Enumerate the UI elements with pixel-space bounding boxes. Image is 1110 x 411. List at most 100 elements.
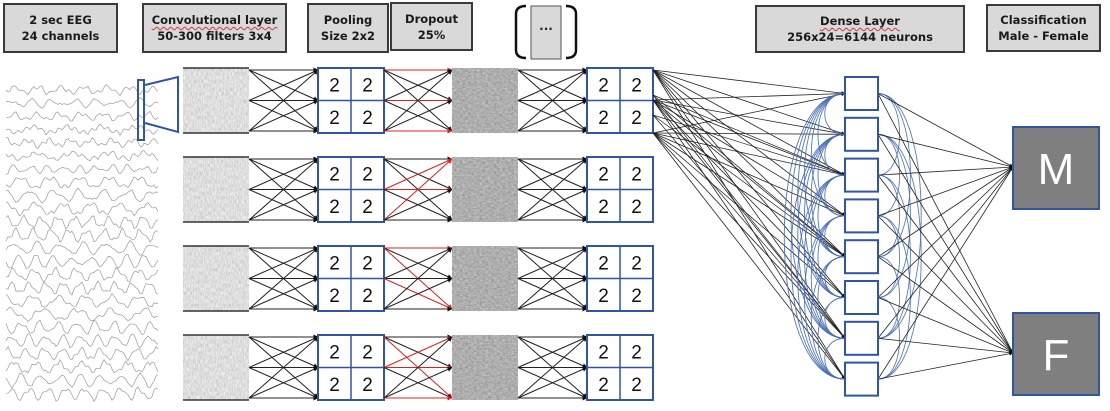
recurrent-arc-left xyxy=(817,93,846,176)
output-nodes: MF xyxy=(1012,126,1100,396)
recurrent-arc-left xyxy=(804,215,846,380)
pool-to-dropout-link-dropout xyxy=(383,158,453,190)
pool-cell-value: 2 xyxy=(329,253,340,274)
conv-to-pool-link xyxy=(248,100,319,132)
output-connection xyxy=(877,297,1014,354)
ellipsis-block: ... xyxy=(514,4,578,60)
header-conv: Convolutional layer 50-300 filters 3x4 xyxy=(142,3,287,53)
fc-connection xyxy=(652,99,846,176)
header-pooling: Pooling Size 2x2 xyxy=(307,3,389,53)
eeg-trace xyxy=(5,84,159,97)
output-connection xyxy=(877,174,1014,354)
output-connection xyxy=(877,134,1014,354)
eeg-trace xyxy=(6,97,159,109)
eeg-trace xyxy=(5,137,159,149)
fc-connection xyxy=(652,94,846,339)
dropout-feature-map xyxy=(452,335,518,400)
pool-cell-value: 2 xyxy=(362,75,373,96)
conv-feature-map xyxy=(183,246,249,311)
pool-to-dropout-link xyxy=(383,69,453,132)
output-connection xyxy=(877,93,1014,168)
recurrent-arc-left xyxy=(817,215,846,298)
eeg-trace xyxy=(5,239,159,256)
header-dropout-line2: 25% xyxy=(417,27,446,42)
dense-neuron xyxy=(844,76,879,111)
pool-to-dropout-link xyxy=(383,336,453,399)
fc-connection xyxy=(652,69,846,217)
header-input-line2: 24 channels xyxy=(21,29,100,43)
dropout-feature-map xyxy=(452,157,518,222)
fc-connection xyxy=(652,132,846,258)
dense-neuron xyxy=(844,157,879,193)
header-dense: Dense Layer 256x24=6144 neurons xyxy=(755,5,965,53)
pool-cell-value: 2 xyxy=(631,75,642,96)
header-dropout-line1: Dropout xyxy=(405,11,458,26)
conv-to-pool-link xyxy=(248,247,319,310)
output-connection xyxy=(877,215,1014,354)
pool-cell-value: 2 xyxy=(598,286,609,307)
conv-to-pool-link xyxy=(248,336,319,399)
pool-cell-value: 2 xyxy=(362,253,373,274)
eeg-trace xyxy=(5,292,159,308)
dropout-feature-map xyxy=(452,68,518,133)
output-connection xyxy=(877,351,1014,380)
dense-neurons xyxy=(844,76,879,397)
eeg-trace xyxy=(5,164,159,175)
pool-cell-value: 2 xyxy=(362,164,373,185)
pool-cell-value: 2 xyxy=(329,75,340,96)
eeg-trace xyxy=(5,372,159,389)
conv-feature-map xyxy=(183,68,249,133)
recurrent-arc-right xyxy=(877,256,900,339)
dense-neuron xyxy=(844,361,879,397)
dropout-to-pool-link xyxy=(517,278,588,310)
conv-to-pool-link xyxy=(248,336,319,368)
fc-connection xyxy=(652,114,846,176)
header-input-line1: 2 sec EEG xyxy=(29,13,92,27)
fc-connection xyxy=(652,132,846,380)
eeg-trace xyxy=(5,226,158,243)
output-connection xyxy=(877,166,1014,258)
pool-cell-value: 2 xyxy=(631,342,642,363)
conv-to-pool-link xyxy=(248,247,319,279)
pool-cell-value: 2 xyxy=(362,286,373,307)
fc-connection xyxy=(652,132,846,177)
fc-connection xyxy=(652,94,846,257)
recurrent-arc-right xyxy=(877,174,911,339)
pool-cell-value: 2 xyxy=(631,375,642,396)
fc-connection xyxy=(652,132,846,298)
eeg-trace xyxy=(5,319,159,336)
fc-connection xyxy=(652,92,846,134)
pool-cell-value: 2 xyxy=(598,75,609,96)
eeg-trace xyxy=(5,176,159,189)
dropout-to-pool-link xyxy=(517,69,588,101)
pool-cell-value: 2 xyxy=(329,286,340,307)
pool-to-dropout-link xyxy=(383,69,453,101)
fc-connection xyxy=(652,69,846,176)
dense-neuron xyxy=(844,320,879,356)
filter-kernel xyxy=(137,79,145,141)
pool-cell-value: 2 xyxy=(329,164,340,185)
recurrent-arc-left xyxy=(817,256,846,339)
header-classification-line1: Classification xyxy=(1000,13,1087,27)
pool-cell-value: 2 xyxy=(598,253,609,274)
header-pooling-line1: Pooling xyxy=(323,13,373,27)
eeg-trace xyxy=(5,358,159,374)
pool-cell-value: 2 xyxy=(631,286,642,307)
output-connection xyxy=(877,166,1014,298)
recurrent-arc-left xyxy=(783,93,846,380)
pool-to-dropout-link-dropout xyxy=(383,158,453,221)
pool-cell-value: 2 xyxy=(329,375,340,396)
pool-cell-value: 2 xyxy=(598,342,609,363)
fc-connection xyxy=(652,99,846,339)
pool-to-dropout-link xyxy=(383,278,453,310)
header-dense-line1: Dense Layer xyxy=(820,14,900,28)
conv-feature-map xyxy=(183,335,249,400)
pool-cell-value: 2 xyxy=(598,197,609,218)
fc-connection xyxy=(652,94,846,176)
recurrent-arc-left xyxy=(817,174,846,258)
conv-to-pool-link xyxy=(248,278,319,310)
output-node-female xyxy=(1012,312,1100,396)
